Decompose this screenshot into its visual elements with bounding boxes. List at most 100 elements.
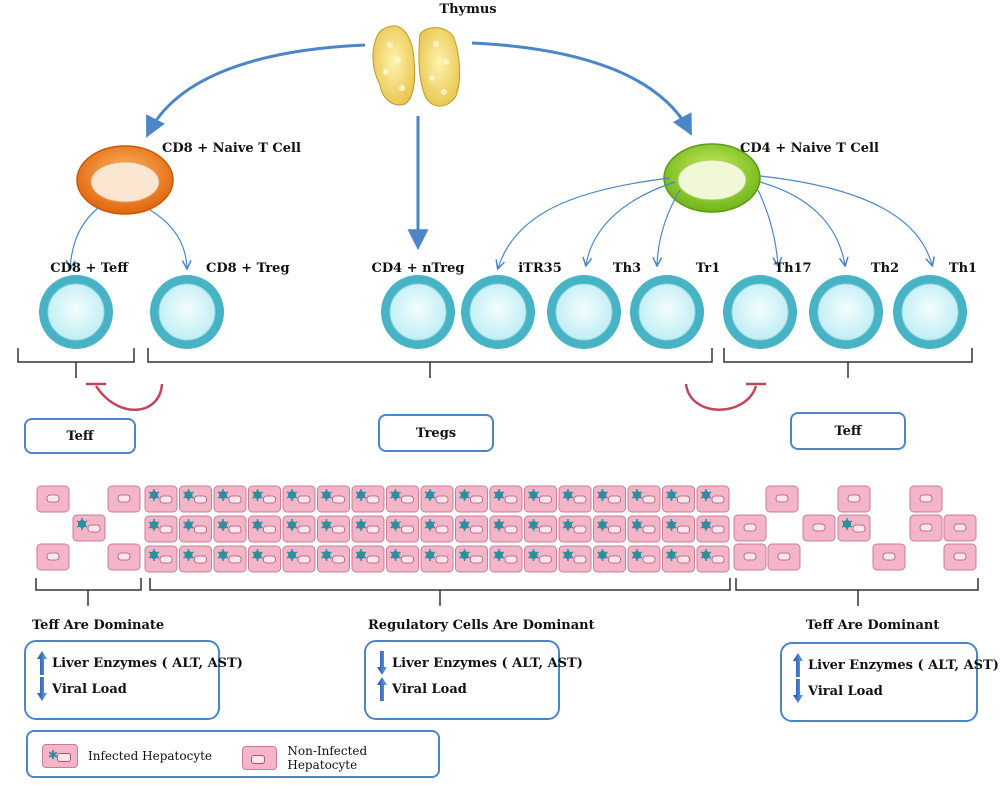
virus-icon xyxy=(459,489,470,501)
infected-hepatocyte xyxy=(627,545,661,573)
t-cell xyxy=(809,275,883,349)
infected-hepatocyte xyxy=(489,545,523,573)
teff-right-box: Teff xyxy=(790,412,906,450)
infected-hepatocyte xyxy=(455,515,488,543)
infected-hepatocyte xyxy=(72,514,106,542)
virus-icon xyxy=(459,519,470,531)
enzymes-label: Liver Enzymes ( ALT, AST) xyxy=(392,655,583,671)
down-arrow-icon xyxy=(36,676,48,702)
noninfected-hepatocyte xyxy=(107,543,141,571)
virus-icon xyxy=(493,549,505,561)
brace-teff-left xyxy=(17,348,135,378)
infected-hepatocyte xyxy=(455,485,488,513)
virus-icon xyxy=(666,549,677,561)
virus-icon xyxy=(700,519,712,531)
teff-right-label: Teff xyxy=(834,423,862,439)
dominance-right: Teff Are Dominant xyxy=(806,618,940,633)
t-cell-label: CD8 + Treg xyxy=(206,261,290,276)
summary-left: Liver Enzymes ( ALT, AST) Viral Load xyxy=(24,640,243,720)
up-arrow-icon xyxy=(36,650,48,676)
noninfected-hepatocyte-icon xyxy=(242,746,278,770)
noninfected-hepatocyte xyxy=(733,543,767,571)
infected-hepatocyte xyxy=(179,515,212,543)
infected-hepatocyte xyxy=(662,485,695,513)
cd4-naive-label: CD4 + Naive T Cell xyxy=(740,141,879,156)
infected-hepatocyte xyxy=(662,545,695,573)
legend-infected-label: Infected Hepatocyte xyxy=(88,749,213,763)
infected-hepatocyte xyxy=(420,485,454,513)
virus-icon xyxy=(424,489,436,501)
infected-hepatocyte xyxy=(317,545,350,573)
up-arrow-icon xyxy=(792,652,804,678)
infected-hepatocyte xyxy=(420,515,454,543)
infected-hepatocyte xyxy=(317,485,350,513)
virus-icon xyxy=(286,549,298,561)
infected-hepatocyte xyxy=(317,515,350,543)
infected-hepatocyte xyxy=(558,515,592,543)
infected-hepatocyte xyxy=(627,485,661,513)
tregs-label: Tregs xyxy=(415,425,457,441)
virus-icon xyxy=(700,549,712,561)
t-cell xyxy=(461,275,535,349)
infected-hepatocyte xyxy=(593,485,626,513)
infected-hepatocyte xyxy=(524,545,557,573)
infected-hepatocyte xyxy=(144,545,178,573)
brace-lower-right xyxy=(735,578,979,606)
virus-icon xyxy=(286,489,298,501)
virus-icon xyxy=(424,549,436,561)
t-cell-label: Th3 xyxy=(613,261,641,276)
virus-icon xyxy=(666,489,677,501)
t-cell-label: Tr1 xyxy=(696,261,721,276)
arrow-thymus-to-cd8 xyxy=(146,43,366,138)
down-arrow-icon xyxy=(376,650,388,676)
t-cell-label: CD4 + nTreg xyxy=(372,261,465,276)
cd8-naive-label: CD8 + Naive T Cell xyxy=(162,141,301,156)
t-cell-label: CD8 + Teff xyxy=(50,261,129,276)
virus-icon xyxy=(217,549,229,561)
virus-icon xyxy=(493,519,505,531)
infected-hepatocyte xyxy=(179,485,212,513)
dominance-middle: Regulatory Cells Are Dominant xyxy=(368,618,595,633)
infected-hepatocyte xyxy=(179,545,212,573)
virus-icon xyxy=(321,489,332,501)
infected-hepatocyte xyxy=(282,545,316,573)
virus-icon xyxy=(183,549,194,561)
t-cell xyxy=(39,275,113,349)
brace-lower-middle xyxy=(149,578,731,606)
infected-hepatocyte xyxy=(627,515,661,543)
t-cell-label: Th1 xyxy=(949,261,977,276)
virus-icon xyxy=(631,549,643,561)
t-cell-label: iTR35 xyxy=(518,261,562,276)
virus-icon xyxy=(597,519,608,531)
infected-hepatocyte xyxy=(593,545,626,573)
virus-icon xyxy=(286,519,298,531)
infected-hepatocyte xyxy=(213,545,247,573)
infected-hepatocyte xyxy=(386,485,419,513)
infected-hepatocyte xyxy=(144,515,178,543)
teff-left-label: Teff xyxy=(66,428,94,444)
teff-left-box: Teff xyxy=(24,418,136,454)
t-cell xyxy=(150,275,224,349)
infected-hepatocyte xyxy=(351,515,385,543)
virus-icon xyxy=(148,519,160,531)
infected-hepatocyte xyxy=(696,515,730,543)
infected-hepatocyte xyxy=(351,485,385,513)
infected-hepatocyte xyxy=(282,515,316,543)
legend: ✱ Infected Hepatocyte Non-Infected Hepat… xyxy=(26,730,440,778)
virus-icon xyxy=(355,489,367,501)
virus-icon xyxy=(183,489,194,501)
noninfected-hepatocyte xyxy=(909,514,943,542)
noninfected-hepatocyte xyxy=(802,514,836,542)
virus-icon xyxy=(597,489,608,501)
legend-noninfected: Non-Infected Hepatocyte xyxy=(242,744,438,772)
dominance-left: Teff Are Dominate xyxy=(32,618,165,633)
virus-icon xyxy=(841,518,853,530)
brace-lower-left xyxy=(35,578,142,606)
virus-icon xyxy=(321,519,332,531)
noninfected-hepatocyte xyxy=(943,543,977,571)
noninfected-hepatocyte xyxy=(837,485,871,513)
noninfected-hepatocyte xyxy=(36,485,70,513)
tregs-box: Tregs xyxy=(378,414,494,452)
virus-icon xyxy=(631,489,643,501)
up-arrow-icon xyxy=(376,676,388,702)
